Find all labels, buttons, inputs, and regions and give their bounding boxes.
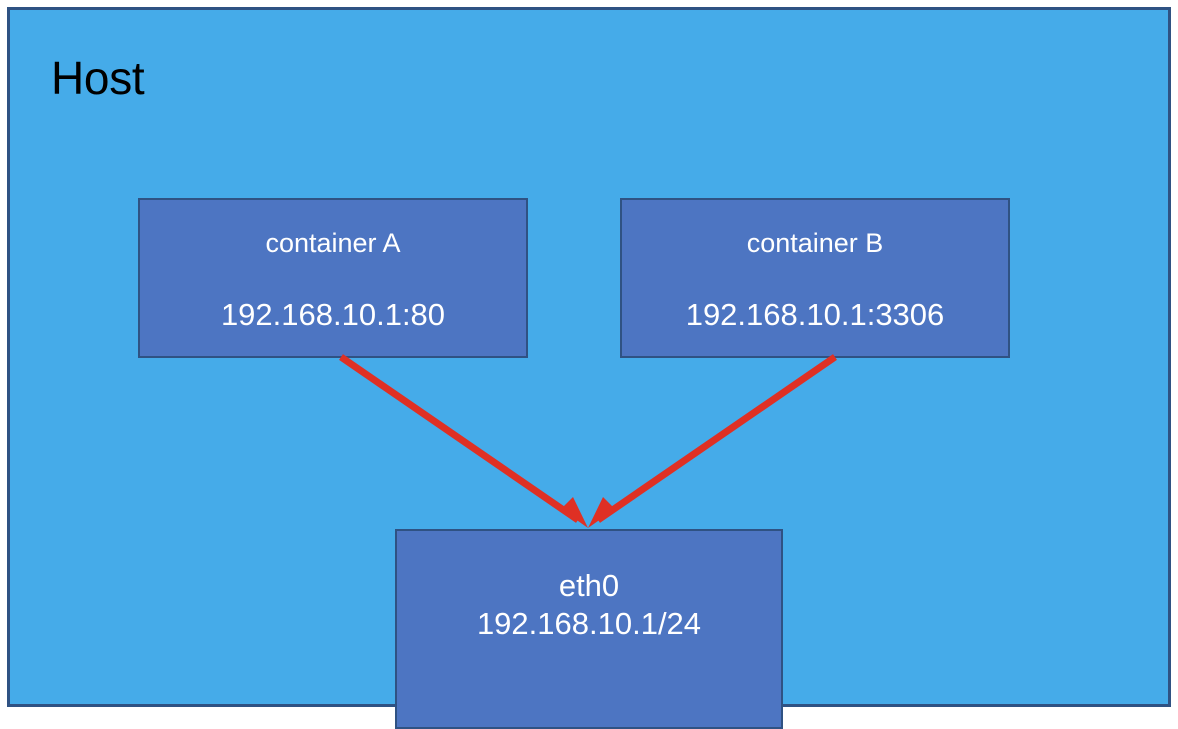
container-a-address: 192.168.10.1:80 (220, 297, 446, 332)
container-b-address: 192.168.10.1:3306 (685, 297, 945, 332)
container-b-node[interactable]: container B 192.168.10.1:3306 (620, 198, 1010, 358)
diagram-canvas: Host container A 192.168.10.1:80 contain… (7, 7, 1171, 729)
container-b-title: container B (746, 228, 884, 258)
container-a-title: container A (265, 228, 401, 258)
host-label: Host (51, 52, 145, 104)
container-a-node[interactable]: container A 192.168.10.1:80 (138, 198, 528, 358)
eth0-title: eth0 (558, 568, 620, 603)
eth0-node[interactable]: eth0 192.168.10.1/24 (395, 529, 783, 729)
eth0-address: 192.168.10.1/24 (476, 606, 702, 641)
